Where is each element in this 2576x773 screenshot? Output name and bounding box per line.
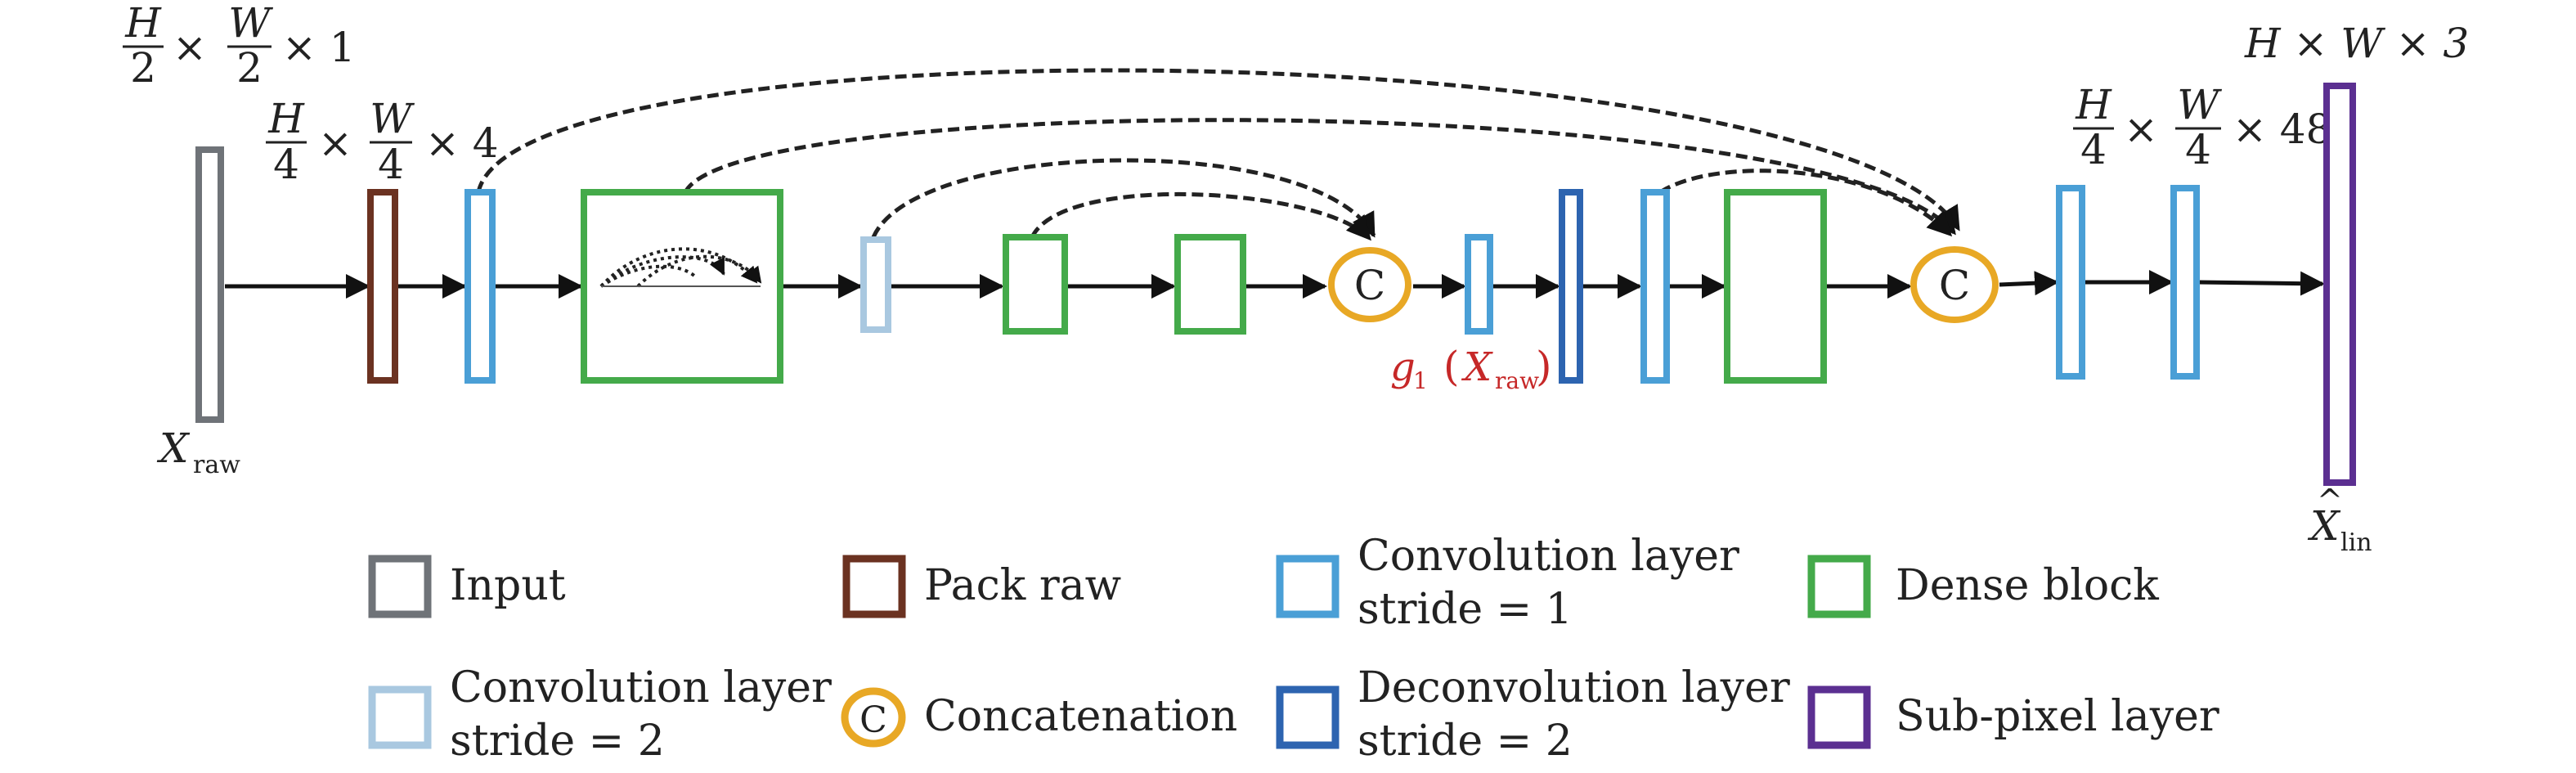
- g1-func: g: [1390, 344, 1416, 390]
- dim-preout-h-den: 4: [2080, 126, 2107, 173]
- conv-s1-layer-5: [2170, 185, 2200, 380]
- skip-connection-2: [683, 118, 1956, 236]
- dense-block-4: [1724, 189, 1827, 384]
- deconv-layer: [1559, 189, 1583, 384]
- label-x-raw: X raw: [156, 425, 240, 479]
- legend-swatch-pack-raw: [842, 555, 906, 618]
- legend-label-subpixel: Sub-pixel layer: [1896, 692, 2219, 741]
- label-x-lin: ^ X lin: [2307, 483, 2372, 557]
- legend-label-conv-s1: Convolution layer: [1358, 532, 1739, 581]
- dim-preout-times: ×: [2124, 106, 2158, 153]
- subpixel-layer: [2323, 83, 2356, 486]
- dim-input: H 2 × W 2 × 1: [123, 0, 356, 92]
- conv-s1-layer-3: [1640, 189, 1670, 384]
- legend-label-deconv: Deconvolution layer: [1358, 663, 1790, 712]
- g1-func-sub: 1: [1413, 367, 1428, 394]
- legend-item-dense: Dense block: [1807, 555, 2159, 618]
- dim-packed-h-num: H: [267, 95, 305, 142]
- dim-pre-output: H 4 × W 4 × 48: [2073, 81, 2331, 173]
- legend-swatch-subpixel: [1807, 685, 1871, 749]
- legend-swatch-dense: [1807, 555, 1871, 618]
- legend-label2-conv-s1: stride = 1: [1358, 585, 1573, 634]
- x-raw-main: X: [156, 425, 191, 472]
- concat-node-2-label: C: [1939, 262, 1970, 309]
- x-lin-sub: lin: [2340, 528, 2372, 557]
- legend-label2-deconv: stride = 2: [1358, 717, 1573, 766]
- g1-open: (: [1443, 343, 1460, 390]
- legend-swatch-conv-s2: [368, 685, 432, 749]
- x-lin-hat: ^: [2317, 483, 2343, 519]
- dim-packed-w-den: 4: [378, 141, 404, 188]
- main-flow: [225, 270, 2325, 299]
- legend-swatch-concat: [841, 687, 906, 748]
- legend-label-input: Input: [450, 561, 566, 610]
- concat-node-1: C: [1328, 247, 1411, 322]
- skip-connection-5: [1658, 169, 1953, 237]
- x-lin-main: X: [2307, 502, 2341, 550]
- dense-block-3: [1174, 234, 1246, 335]
- legend-item-conv-s1: Convolution layer stride = 1: [1276, 532, 1739, 634]
- input-layer: [195, 146, 224, 423]
- dim-packed-times: ×: [318, 119, 352, 167]
- legend-item-pack-raw: Pack raw: [842, 555, 1121, 618]
- legend-swatch-deconv: [1276, 685, 1340, 749]
- g1-arg-sub: raw: [1495, 367, 1539, 394]
- concat-node-2: C: [1910, 246, 1999, 323]
- dim-input-h-den: 2: [130, 44, 156, 92]
- dim-input-w-den: 2: [236, 44, 263, 92]
- legend: Input Pack raw Convolution layer stride …: [368, 532, 2219, 766]
- skip-connections: [476, 68, 1961, 241]
- dim-preout-h-num: H: [2075, 81, 2112, 128]
- legend-item-input: Input: [368, 555, 566, 618]
- legend-item-conv-s2: Convolution layer stride = 2: [368, 663, 832, 766]
- conv-s1-layer-2: [1465, 234, 1493, 335]
- dim-packed: H 4 × W 4 × 4: [266, 95, 499, 188]
- legend-item-deconv: Deconvolution layer stride = 2: [1276, 663, 1790, 766]
- label-g1: g 1 ( X raw ): [1390, 343, 1552, 394]
- dim-preout-w-num: W: [2177, 81, 2222, 128]
- x-raw-sub: raw: [193, 451, 240, 479]
- dense-block-1: [581, 189, 783, 384]
- legend-swatch-conv-s1: [1276, 555, 1340, 618]
- conv-s1-layer-4: [2056, 185, 2085, 380]
- skip-connection-4: [1030, 191, 1371, 241]
- legend-label-concat: Concatenation: [924, 692, 1237, 741]
- concat-node-1-label: C: [1354, 262, 1385, 309]
- dim-packed-h-den: 4: [273, 141, 299, 188]
- legend-concat-symbol: C: [859, 699, 887, 741]
- conv-s2-layer: [860, 236, 891, 333]
- conv-s1-layer-1: [464, 189, 496, 384]
- dim-input-w-num: W: [228, 0, 273, 47]
- legend-label-pack-raw: Pack raw: [924, 561, 1121, 610]
- g1-arg: X: [1461, 344, 1493, 390]
- dim-preout-w-den: 4: [2185, 126, 2211, 173]
- pack-raw-layer: [367, 189, 398, 384]
- dim-input-rest: × 1: [282, 24, 356, 71]
- dim-output: H × W × 3: [2244, 20, 2469, 67]
- dim-packed-rest: × 4: [425, 119, 499, 167]
- g1-close: ): [1536, 343, 1552, 390]
- dim-preout-rest: × 48: [2233, 106, 2331, 153]
- skip-connection-1: [476, 68, 1961, 231]
- legend-swatch-input: [368, 555, 432, 618]
- legend-item-concat: C Concatenation: [841, 687, 1237, 748]
- dense-block-2: [1003, 234, 1068, 335]
- skip-connection-3: [871, 158, 1376, 239]
- dim-packed-w-num: W: [370, 95, 415, 142]
- legend-label-conv-s2: Convolution layer: [450, 663, 832, 712]
- dim-input-times: ×: [173, 24, 207, 71]
- legend-item-subpixel: Sub-pixel layer: [1807, 685, 2219, 749]
- legend-label-dense: Dense block: [1896, 561, 2159, 610]
- legend-label2-conv-s2: stride = 2: [450, 717, 665, 766]
- dim-input-h-num: H: [124, 0, 162, 47]
